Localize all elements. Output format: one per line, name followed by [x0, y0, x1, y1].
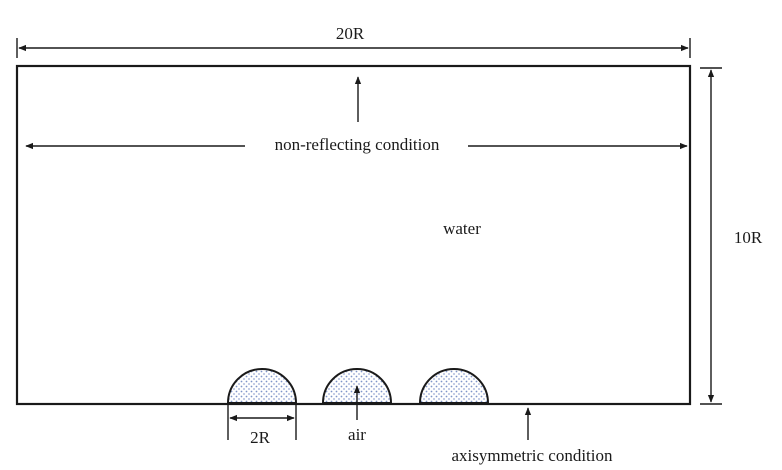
air-bubble-1 [226, 368, 298, 404]
non-reflecting-annotation: non-reflecting condition [25, 76, 688, 154]
axisymmetric-label: axisymmetric condition [452, 446, 613, 465]
height-dimension: 10R [700, 67, 763, 405]
axisymmetric-annotation: axisymmetric condition [452, 407, 613, 465]
bubble-dimension-label: 2R [250, 428, 271, 447]
water-label: water [443, 219, 481, 238]
domain-boundary [15, 64, 692, 406]
air-bubbles [226, 368, 490, 404]
air-label: air [348, 425, 366, 444]
width-dimension: 20R [16, 24, 691, 58]
non-reflecting-label: non-reflecting condition [275, 135, 440, 154]
height-dimension-label: 10R [734, 228, 763, 247]
air-annotation: air [348, 385, 366, 444]
width-dimension-label: 20R [336, 24, 365, 43]
air-bubble-3 [418, 368, 490, 404]
bubble-dimension: 2R [227, 404, 297, 447]
